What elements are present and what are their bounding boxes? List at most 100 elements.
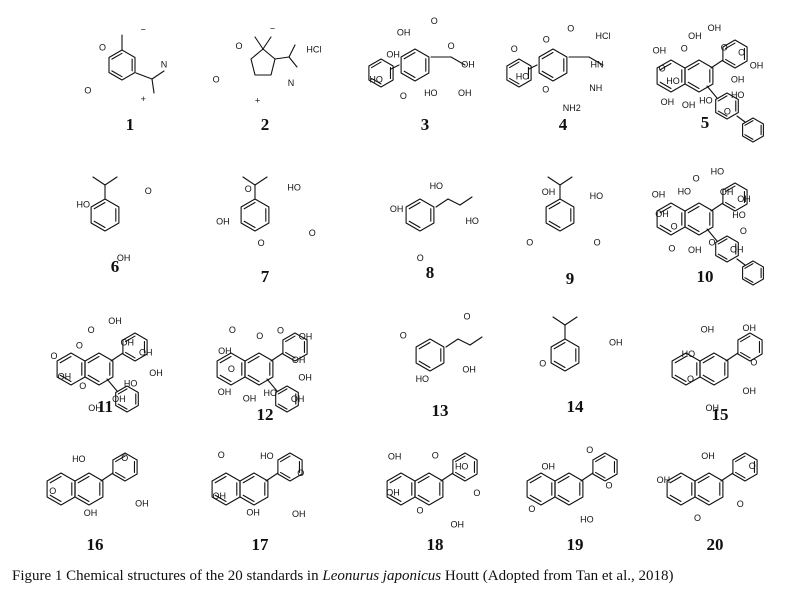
compound-number-7: 7 bbox=[261, 267, 270, 286]
benzene-ring-bond bbox=[240, 198, 270, 232]
double-bond-mark bbox=[408, 201, 421, 210]
c-ring-bond bbox=[554, 472, 584, 506]
c-ring-bond bbox=[699, 352, 729, 386]
atom-label: O bbox=[740, 226, 747, 236]
atom-label: O bbox=[737, 499, 744, 509]
atom-label: O bbox=[258, 238, 265, 248]
chemical-structures-figure: N+OO−1N+OO−HCl2HOOHOOHOHOOOHOH3OHOOOOHCl… bbox=[46, 16, 764, 554]
benzene-ring-bond bbox=[545, 198, 575, 232]
c-ring-bond bbox=[684, 59, 714, 93]
atom-label: O bbox=[99, 42, 106, 52]
benzene-ring-bond bbox=[405, 198, 435, 232]
double-bond-mark bbox=[279, 455, 291, 463]
atom-label: + bbox=[255, 95, 260, 105]
atom-label: OH bbox=[218, 346, 232, 356]
compound-number-13: 13 bbox=[432, 401, 449, 420]
b-ring-bond bbox=[112, 452, 138, 482]
bond bbox=[457, 338, 471, 346]
atom-label: OH bbox=[212, 491, 226, 501]
double-bond-mark bbox=[697, 494, 710, 503]
bond bbox=[736, 115, 746, 123]
bond bbox=[110, 352, 124, 362]
atom-label: N bbox=[288, 78, 295, 88]
double-bond-mark bbox=[744, 263, 754, 269]
atom-label: OH bbox=[743, 323, 757, 333]
atom-label: O bbox=[432, 450, 439, 460]
compound-number-10: 10 bbox=[697, 267, 714, 286]
bond bbox=[266, 378, 278, 392]
atom-label: HO bbox=[260, 451, 274, 461]
atom-label: HO bbox=[369, 74, 383, 84]
atom-label: O bbox=[542, 84, 549, 94]
atom-label: OH bbox=[655, 209, 669, 219]
bond bbox=[104, 176, 118, 186]
double-bond-mark bbox=[724, 201, 736, 209]
bond bbox=[254, 36, 264, 50]
figure-caption: Figure 1 Chemical structures of the 20 s… bbox=[12, 568, 798, 585]
atom-label: OH bbox=[88, 403, 102, 413]
atom-label: O bbox=[567, 23, 574, 33]
double-bond-mark bbox=[548, 220, 561, 229]
a-ring-bond bbox=[666, 472, 696, 506]
double-bond-mark bbox=[370, 77, 382, 85]
double-bond-mark bbox=[674, 355, 687, 364]
atom-label: OH bbox=[652, 190, 666, 200]
atom-label: O bbox=[708, 238, 715, 248]
atom-label: O bbox=[50, 351, 57, 361]
caption-prefix: Figure 1 Chemical structures of the 20 s… bbox=[12, 568, 323, 584]
atom-label: − bbox=[141, 25, 146, 35]
atom-label: HO bbox=[263, 388, 277, 398]
a-ring-bond bbox=[526, 472, 556, 506]
caption-suffix: Houtt (Adopted from Tan et al., 2018) bbox=[441, 568, 674, 584]
c-ring-bond bbox=[84, 352, 114, 386]
compound-number-16: 16 bbox=[87, 535, 104, 554]
atom-label: OH bbox=[688, 31, 702, 41]
benzene-ring-bond bbox=[550, 338, 580, 372]
atom-label: HO bbox=[72, 454, 86, 464]
b-ring-bond bbox=[722, 39, 748, 69]
double-bond-mark bbox=[277, 388, 288, 395]
bond bbox=[559, 176, 573, 186]
bond bbox=[106, 378, 118, 392]
atom-label: O bbox=[79, 381, 86, 391]
atom-label: OH bbox=[462, 364, 476, 374]
bond bbox=[706, 85, 718, 99]
atom-label: OH bbox=[653, 45, 667, 55]
double-bond-mark bbox=[77, 494, 90, 503]
double-bond-mark bbox=[243, 201, 256, 210]
compound-structure-1: N+OO− bbox=[84, 25, 167, 105]
compound-number-5: 5 bbox=[701, 113, 710, 132]
atom-label: O bbox=[49, 486, 56, 496]
double-bond-mark bbox=[724, 58, 736, 66]
atom-label: OH bbox=[386, 487, 400, 497]
double-bond-mark bbox=[408, 220, 421, 229]
double-bond-mark bbox=[744, 277, 754, 283]
atom-label: O bbox=[605, 480, 612, 490]
double-bond-mark bbox=[541, 70, 554, 79]
pyrrolidine-ring-bond bbox=[250, 48, 276, 76]
atom-label: HO bbox=[430, 181, 444, 191]
c-ring-bond bbox=[694, 472, 724, 506]
atom-label: O bbox=[687, 374, 694, 384]
compound-number-3: 3 bbox=[421, 115, 430, 134]
compound-number-17: 17 bbox=[252, 535, 270, 554]
quinic-ring-bond bbox=[506, 58, 532, 88]
atom-label: OH bbox=[661, 97, 675, 107]
double-bond-mark bbox=[717, 110, 728, 117]
double-bond-mark bbox=[49, 494, 62, 503]
double-bond-mark bbox=[389, 494, 402, 503]
bond bbox=[588, 56, 604, 66]
atom-label: O bbox=[431, 16, 438, 26]
compound-number-2: 2 bbox=[261, 115, 270, 134]
bond bbox=[254, 176, 268, 186]
atom-label: O bbox=[400, 91, 407, 101]
compound-number-4: 4 bbox=[559, 115, 568, 134]
double-bond-mark bbox=[529, 494, 542, 503]
double-bond-mark bbox=[548, 201, 561, 210]
atom-label: OH bbox=[397, 28, 411, 38]
benzene-ring-bond bbox=[538, 48, 568, 82]
atom-label: O bbox=[473, 488, 480, 498]
atom-label: OH bbox=[292, 355, 306, 365]
